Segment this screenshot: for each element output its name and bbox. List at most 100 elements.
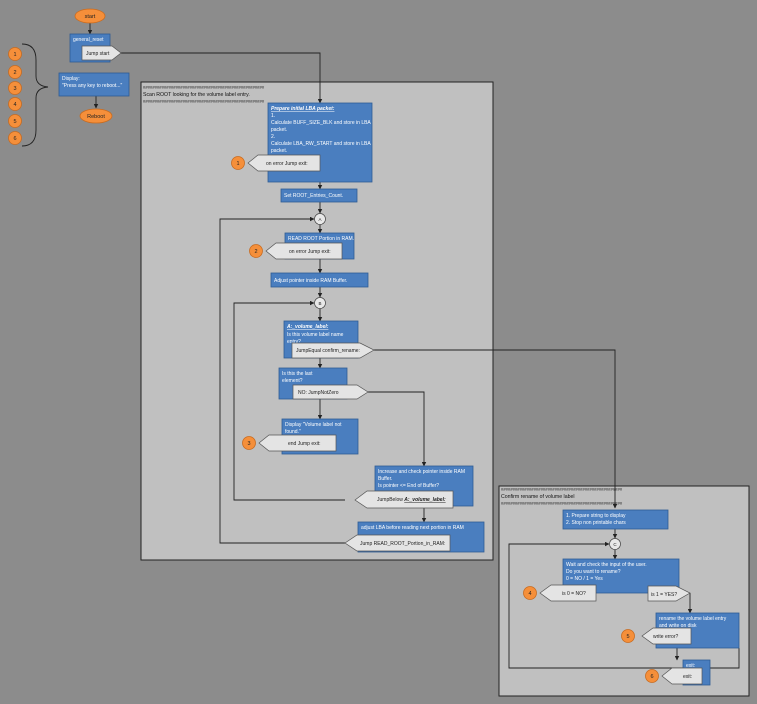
- read-root-error-arrow: [265, 242, 343, 260]
- reboot-label: Reboot: [87, 114, 105, 120]
- wait-input-line2: Do you want to rename?: [566, 569, 621, 575]
- jump-equal-arrow: [291, 342, 375, 359]
- loop-a-label: A: [318, 217, 321, 222]
- lba-packet-title: Prepare initial LBA packet:: [271, 106, 335, 112]
- not-found-marker: [242, 436, 256, 450]
- marker-3-label: 3: [13, 86, 16, 92]
- increase-pointer-line3: Is pointer <= End of Buffer?: [378, 483, 439, 489]
- start-oval: [74, 8, 106, 24]
- main-panel-hash-bottom: ########################################…: [143, 99, 265, 104]
- not-found-line2: found.": [285, 429, 301, 435]
- loop-b-label: B: [318, 301, 321, 306]
- marker-5: [8, 114, 22, 128]
- rename-write-line2: and write on disk: [659, 623, 697, 629]
- not-found-marker-label: 3: [247, 441, 250, 447]
- read-root-label: READ ROOT Portion in RAM.: [288, 236, 354, 242]
- exit-arrow: [661, 667, 703, 685]
- jump-not-zero-arrow: [292, 384, 369, 400]
- volume-check-line1: Is this volume label name: [287, 332, 344, 338]
- increase-pointer-line1: Increase and check pointer inside RAM: [378, 469, 465, 475]
- lba-packet-line5: Calculate LBA_RW_START and store in LBA: [271, 141, 371, 147]
- exit-label: exit:: [683, 674, 692, 680]
- rename-write-line1: rename the volume label entry: [659, 616, 727, 622]
- display-reboot-title: Display:: [62, 76, 80, 82]
- jump-read-root-arrow: [344, 534, 451, 552]
- jump-not-zero-label: NO: JumpNotZero: [298, 390, 339, 396]
- marker-2-label: 2: [13, 70, 16, 76]
- marker-3: [8, 81, 22, 95]
- exit-title: exit:: [686, 663, 695, 669]
- wait-input-marker-label: 4: [528, 591, 531, 597]
- lba-packet-line1: 1.: [271, 113, 275, 119]
- rename-write-marker-label: 5: [626, 634, 629, 640]
- rename-panel-hash-top: ########################################…: [501, 487, 623, 492]
- lba-packet-line3: packet.: [271, 127, 287, 133]
- write-error-label: write error?: [653, 634, 679, 640]
- read-root-error-marker: [249, 244, 263, 258]
- last-element-line1: Is this the last: [282, 371, 313, 377]
- is-yes-label: is 1 = YES?: [651, 592, 677, 598]
- main-panel-hash-top: ########################################…: [143, 85, 265, 90]
- marker-1: [8, 47, 22, 61]
- lba-error-marker-label: 1: [236, 161, 239, 167]
- lba-error-arrow: [247, 154, 321, 172]
- start-label: start: [85, 14, 96, 20]
- loop-c-connector: [609, 538, 621, 550]
- reboot-oval: [79, 108, 113, 124]
- not-found-line1: Display "Volume label not: [285, 422, 342, 428]
- read-root-error-label: on error Jump exit:: [289, 249, 331, 255]
- volume-check-line2: entry?: [287, 339, 301, 345]
- adjust-pointer-box: [270, 272, 369, 288]
- rename-panel-hash-bottom: ########################################…: [501, 501, 623, 506]
- adjust-pointer-label: Adjust pointer inside RAM Buffer.: [274, 278, 347, 284]
- loop-b-connector: [314, 297, 326, 309]
- marker-2: [8, 65, 22, 79]
- is-yes-arrow: [647, 585, 691, 602]
- prepare-string-box: [562, 509, 669, 530]
- lba-packet-line4: 2.: [271, 134, 275, 140]
- marker-6: [8, 131, 22, 145]
- rename-write-marker: [621, 629, 635, 643]
- end-jump-arrow: [258, 434, 337, 452]
- jump-below-label: JumpBelow A:_volume_label:: [377, 497, 446, 503]
- write-error-arrow: [641, 627, 692, 645]
- lba-error-label: on error Jump exit:: [266, 161, 308, 167]
- display-reboot-box: [58, 72, 130, 97]
- prepare-string-line2: 2. Stop non printable chars: [566, 520, 626, 526]
- exit-marker: [645, 669, 659, 683]
- marker-1-label: 1: [13, 52, 16, 58]
- marker-6-label: 6: [13, 136, 16, 142]
- rename-panel-title: Confirm rename of volume label: [501, 494, 575, 500]
- lba-packet-line6: packet.: [271, 148, 287, 154]
- jump-start-arrow: [81, 45, 122, 61]
- display-reboot-text: "Press any key to reboot...": [62, 83, 122, 89]
- adjust-lba-label: adjust LBA before reading next portion i…: [361, 525, 464, 531]
- end-jump-label: end Jump exit:: [288, 441, 321, 447]
- increase-pointer-line2: Buffer.: [378, 476, 392, 482]
- jump-read-root-label: Jump READ_ROOT_Portion_in_RAM:: [360, 541, 445, 547]
- jump-equal-label: JumpEqual confirm_rename:: [296, 348, 360, 354]
- marker-5-label: 5: [13, 119, 16, 125]
- main-panel-title: Scan ROOT looking for the volume label e…: [143, 92, 250, 98]
- left-markers: 1 2 3 4 5 6: [8, 47, 22, 145]
- jump-below-prefix: JumpBelow: [377, 497, 404, 503]
- loop-a-connector: [314, 213, 326, 225]
- marker-4: [8, 97, 22, 111]
- is-no-label: is 0 = NO?: [562, 591, 586, 597]
- set-root-box: [280, 188, 358, 203]
- lba-packet-line2: Calculate BUFF_SIZE_BLK and store in LBA: [271, 120, 371, 126]
- read-root-error-marker-label: 2: [254, 249, 257, 255]
- general-reset-label: general_reset: [73, 37, 104, 43]
- volume-check-title: A:_volume_label:: [286, 324, 329, 330]
- wait-input-marker: [523, 586, 537, 600]
- jump-below-arrow: [354, 490, 454, 509]
- marker-4-label: 4: [13, 102, 16, 108]
- set-root-label: Set ROOT_Entries_Count.: [284, 193, 343, 199]
- last-element-line2: element?: [282, 378, 303, 384]
- loop-c-label: C: [613, 542, 617, 547]
- exit-marker-label: 6: [650, 674, 653, 680]
- wait-input-line3: 0 = NO / 1 = Yes: [566, 576, 603, 582]
- wait-input-line1: Wait and check the input of the user.: [566, 562, 647, 568]
- lba-error-marker: [231, 156, 245, 170]
